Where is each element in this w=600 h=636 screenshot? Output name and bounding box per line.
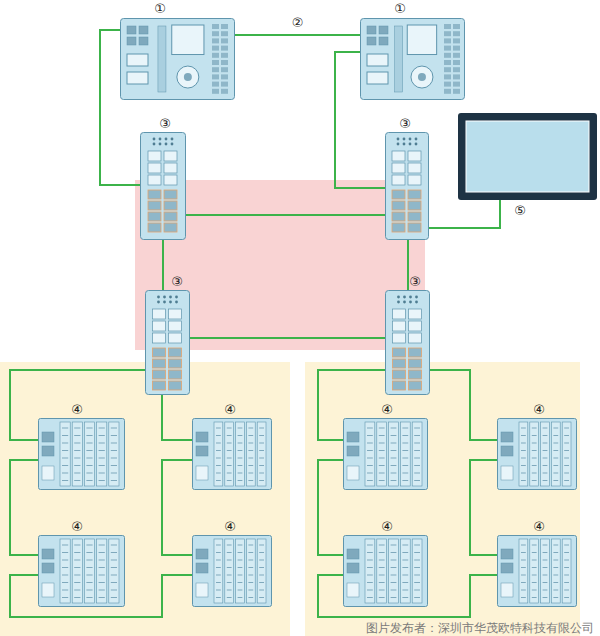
callout-number: ④ xyxy=(533,520,545,534)
callout-number: ④ xyxy=(533,403,545,417)
callout-number: ④ xyxy=(71,403,83,417)
io-body xyxy=(39,419,125,490)
callout-number: ③ xyxy=(409,275,421,289)
io-group-region xyxy=(305,362,580,636)
io-module: ④ xyxy=(192,418,272,490)
io-module: ④ xyxy=(38,418,125,490)
io-module-illustration xyxy=(192,535,272,607)
io-module-illustration xyxy=(497,418,577,490)
io-module-illustration xyxy=(192,418,272,490)
callout-number: ② xyxy=(290,16,306,30)
hmi-frame xyxy=(458,113,597,200)
io-module: ④ xyxy=(343,535,428,607)
hmi-display-illustration xyxy=(458,113,597,200)
switch-body xyxy=(386,133,429,240)
network-cable xyxy=(10,460,38,555)
io-module: ④ xyxy=(497,418,577,490)
callout-number: ① xyxy=(394,2,406,16)
network-cable xyxy=(318,460,343,555)
plc-controller: ① xyxy=(120,18,235,100)
io-module-illustration xyxy=(343,535,428,607)
network-cable xyxy=(162,460,192,555)
callout-number: ④ xyxy=(71,520,83,534)
switch-body xyxy=(386,291,430,395)
io-body xyxy=(193,536,272,607)
plc-screen xyxy=(172,25,204,55)
switch-body xyxy=(146,291,190,395)
callout-number: ③ xyxy=(399,117,411,131)
hmi-screen xyxy=(466,121,589,192)
io-body xyxy=(193,419,272,490)
callout-number: ① xyxy=(154,2,166,16)
plc-screen xyxy=(407,25,436,55)
network-switch-illustration xyxy=(145,290,190,395)
callout-number: ④ xyxy=(224,520,236,534)
network-switch: ③ xyxy=(385,132,429,240)
io-module-illustration xyxy=(38,535,125,607)
network-switch: ③ xyxy=(385,290,430,395)
plc-body xyxy=(121,19,235,100)
io-body xyxy=(344,536,428,607)
io-body xyxy=(498,536,577,607)
network-switch-illustration xyxy=(385,132,429,240)
network-switch-illustration xyxy=(140,132,186,240)
io-group-region xyxy=(0,362,290,636)
watermark: 图片发布者：深圳市华茂欧特科技有限公司 xyxy=(366,622,594,635)
network-cable xyxy=(162,395,192,440)
network-switch-illustration xyxy=(385,290,430,395)
network-cable xyxy=(430,370,497,440)
callout-number: ⑤ xyxy=(514,204,526,218)
io-body xyxy=(39,536,125,607)
io-module: ④ xyxy=(343,418,428,490)
switch-body xyxy=(141,133,186,240)
network-cable xyxy=(190,337,385,339)
io-body xyxy=(498,419,577,490)
callout-number: ④ xyxy=(381,520,393,534)
callout-number: ③ xyxy=(159,117,171,131)
plc-controller-illustration xyxy=(120,18,235,100)
hmi-display: ⑤ xyxy=(458,113,597,200)
network-cable xyxy=(407,240,409,290)
io-module-illustration xyxy=(343,418,428,490)
callout-number: ④ xyxy=(224,403,236,417)
io-module-illustration xyxy=(38,418,125,490)
io-module: ④ xyxy=(497,535,577,607)
io-module: ④ xyxy=(192,535,272,607)
io-body xyxy=(344,419,428,490)
plc-controller-illustration xyxy=(360,18,465,100)
network-cable xyxy=(429,200,500,228)
network-switch: ③ xyxy=(140,132,186,240)
callout-number: ④ xyxy=(381,403,393,417)
network-cable xyxy=(235,34,360,36)
io-module: ④ xyxy=(38,535,125,607)
plc-body xyxy=(361,19,465,100)
network-cable xyxy=(186,214,385,216)
io-module-illustration xyxy=(497,535,577,607)
network-cable xyxy=(162,240,164,290)
plc-controller: ① xyxy=(360,18,465,100)
network-switch: ③ xyxy=(145,290,190,395)
network-cable xyxy=(470,460,497,555)
callout-number: ③ xyxy=(171,275,183,289)
